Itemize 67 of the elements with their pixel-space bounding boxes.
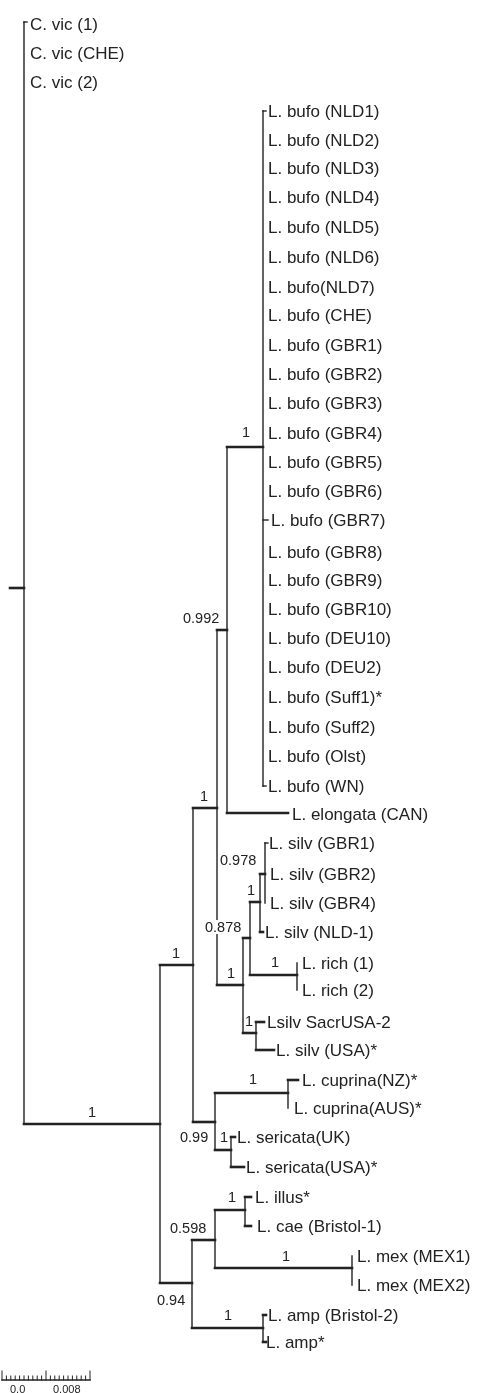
taxon-label: L. illus* [255, 1188, 310, 1206]
taxon-label: L. bufo (GBR5) [268, 453, 383, 471]
taxon-label: L. rich (1) [302, 954, 374, 972]
taxon-label: L. bufo (Olst) [268, 747, 367, 765]
support-value: 1 [220, 1129, 229, 1145]
taxon-label: L. elongata (CAN) [292, 805, 429, 823]
taxon-label: L. silv (GBR1) [269, 834, 375, 852]
taxon-label: L. bufo (DEU10) [268, 629, 391, 647]
taxon-label: L. bufo (NLD4) [268, 188, 380, 206]
scale-label: 0.0 [10, 1383, 26, 1393]
taxon-label: L. amp (Bristol-2) [268, 1306, 399, 1324]
taxon-label: L. bufo (Suff2) [268, 718, 376, 736]
taxon-label: L. sericata(USA)* [246, 1158, 378, 1176]
taxon-label: L. bufo (Suff1)* [268, 688, 383, 706]
support-value: 1 [200, 788, 209, 804]
taxon-label: L. mex (MEX1) [357, 1247, 471, 1265]
scale-label: 0.008 [53, 1383, 81, 1393]
support-value: 0.99 [180, 1129, 209, 1145]
taxon-label: C. vic (2) [30, 73, 98, 91]
taxon-label: L. bufo (GBR1) [268, 336, 383, 354]
taxon-label: L. bufo (NLD1) [268, 102, 380, 120]
taxon-label: L. bufo (NLD2) [268, 131, 380, 149]
taxon-label: L. rich (2) [302, 981, 374, 999]
support-value: 1 [249, 1071, 258, 1087]
support-value: 1 [224, 1307, 233, 1323]
taxon-label: L. bufo (DEU2) [268, 658, 382, 676]
support-value: 1 [172, 945, 181, 961]
taxon-label: L. bufo (GBR2) [268, 365, 383, 383]
support-value: 0.878 [205, 919, 242, 935]
taxon-label: Lsilv SacrUSA-2 [267, 1013, 391, 1031]
taxon-label: L. silv (GBR2) [270, 865, 376, 883]
taxon-label: L. sericata(UK) [237, 1128, 351, 1146]
support-value: 1 [227, 965, 236, 981]
taxon-label: L. silv (GBR4) [270, 894, 376, 912]
taxon-label: L. cuprina(AUS)* [294, 1099, 422, 1117]
support-value: 1 [88, 1104, 97, 1120]
support-value: 1 [228, 1189, 237, 1205]
support-value: 0.94 [157, 1292, 186, 1308]
taxon-label: L. bufo (GBR9) [268, 571, 383, 589]
support-value: 1 [247, 882, 256, 898]
taxon-label: L. bufo (NLD3) [268, 159, 380, 177]
taxon-label: L. bufo (GBR3) [268, 394, 383, 412]
support-value: 1 [242, 424, 251, 440]
taxon-label: L. bufo (WN) [268, 777, 365, 795]
taxon-label: L. silv (NLD-1) [265, 923, 374, 941]
taxon-label: L. mex (MEX2) [357, 1276, 471, 1294]
taxon-label: L. bufo (NLD5) [268, 218, 380, 236]
taxon-label: L. bufo (GBR10) [268, 600, 392, 618]
support-value: 1 [245, 1013, 254, 1029]
taxon-label: L. bufo (CHE) [268, 306, 372, 324]
support-value: 1 [271, 954, 280, 970]
taxon-label: L. cae (Bristol-1) [257, 1217, 382, 1235]
taxon-label: L. bufo(NLD7) [268, 278, 375, 296]
taxon-label: L. cuprina(NZ)* [302, 1071, 418, 1089]
support-value: 0.598 [170, 1220, 207, 1236]
support-value: 1 [282, 1248, 291, 1264]
taxon-label: L. amp* [266, 1333, 325, 1351]
support-value: 0.978 [220, 852, 257, 868]
taxon-label: L. silv (USA)* [276, 1041, 378, 1059]
taxon-label: C. vic (1) [30, 15, 98, 33]
taxon-label: C. vic (CHE) [30, 44, 125, 62]
taxon-label: L. bufo (NLD6) [268, 248, 380, 266]
taxon-label: L. bufo (GBR8) [268, 543, 383, 561]
taxon-label: L. bufo (GBR4) [268, 424, 383, 442]
support-value: 0.992 [183, 610, 220, 626]
taxon-label: L. bufo (GBR6) [268, 482, 383, 500]
taxon-label: L. bufo (GBR7) [271, 511, 386, 529]
